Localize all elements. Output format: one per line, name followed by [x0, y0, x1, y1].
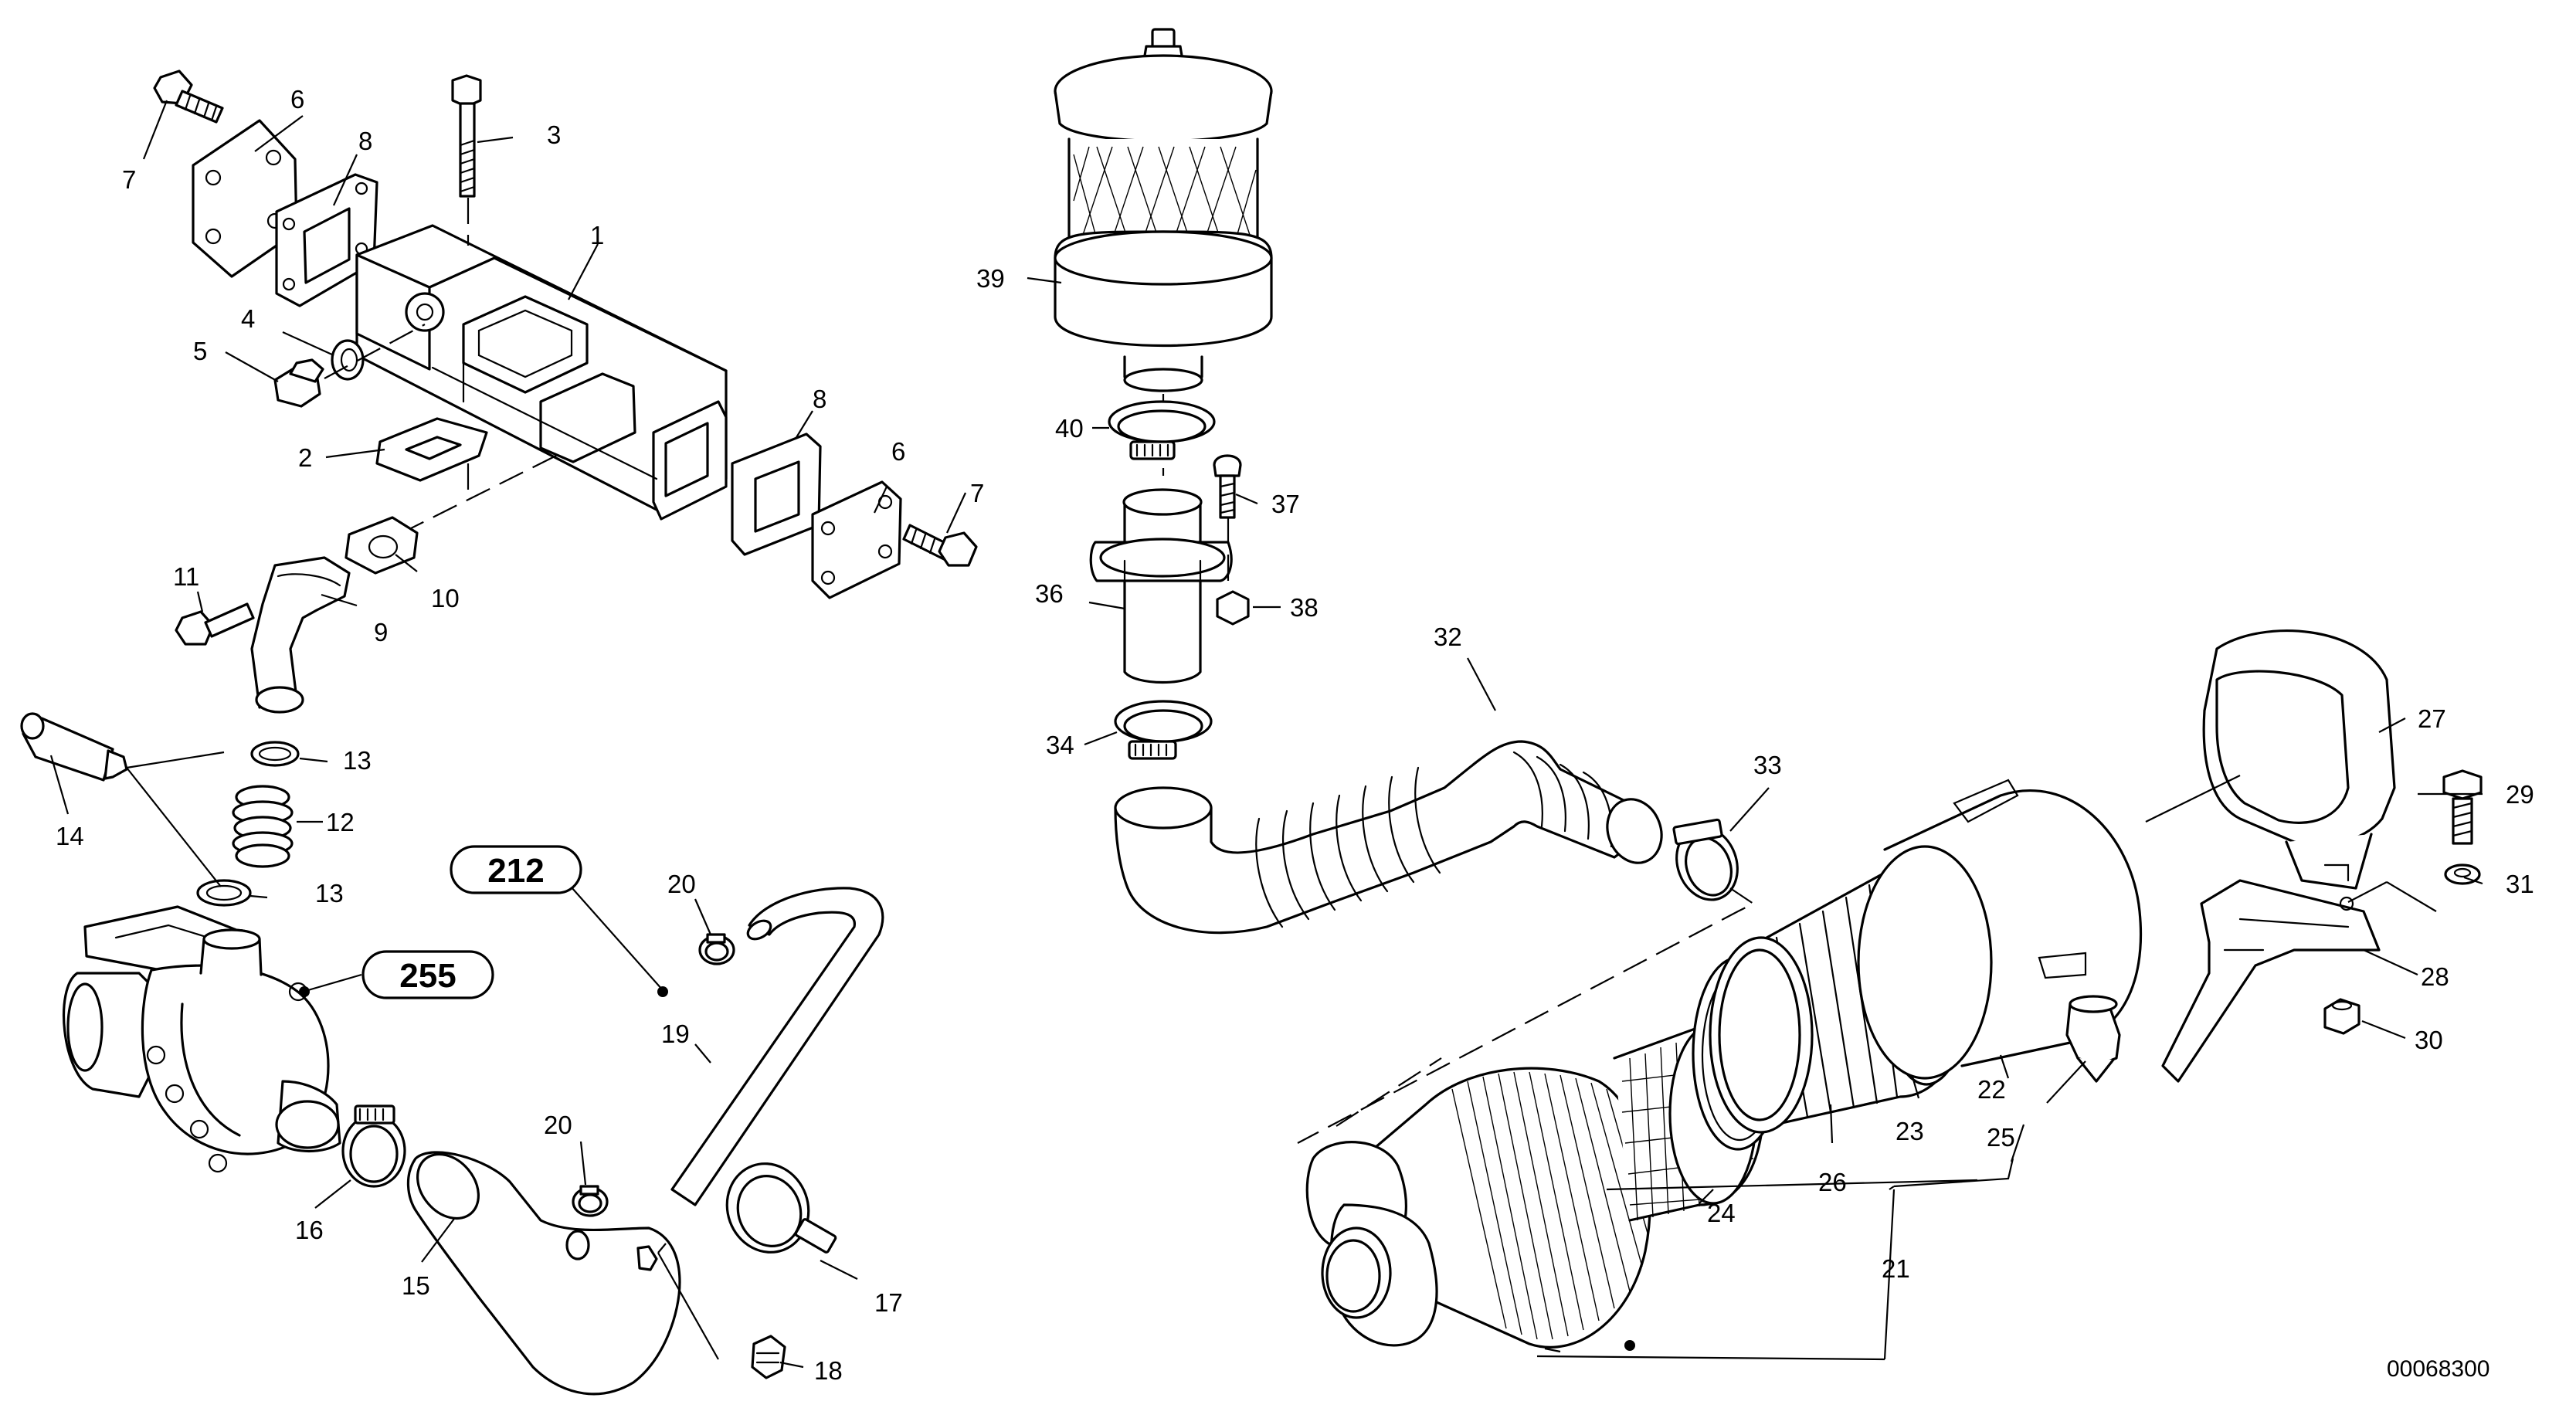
callout-2: 2 — [298, 443, 312, 472]
callout-17: 17 — [874, 1288, 903, 1317]
gasket-part-10 — [344, 516, 419, 575]
dust-valve-part-25 — [2065, 995, 2121, 1083]
callout-15: 15 — [402, 1271, 430, 1300]
hose-clamp-part-33 — [1672, 818, 1739, 901]
mounting-band-part-27 — [2202, 629, 2396, 890]
callout-13-upper: 13 — [343, 746, 372, 775]
reference-bubble-212[interactable]: 212 — [450, 845, 582, 894]
drawing-number: 00068300 — [2387, 1356, 2489, 1382]
callout-23: 23 — [1896, 1117, 1924, 1145]
callout-8-right: 8 — [813, 385, 826, 413]
cover-plate-part-6-right — [811, 480, 902, 599]
corrugated-hose-part-32 — [1114, 740, 1663, 935]
callout-18: 18 — [814, 1356, 843, 1385]
bolt-part-29 — [2442, 769, 2483, 845]
callout-12: 12 — [326, 808, 355, 836]
callout-7-right: 7 — [970, 479, 984, 507]
intake-hose-part-15 — [406, 1151, 681, 1396]
gasket-part-8-right — [731, 433, 822, 556]
clip-part-20-upper — [698, 933, 735, 965]
callout-40: 40 — [1055, 414, 1084, 443]
breather-hose-part-19 — [670, 887, 884, 1206]
callout-8-left: 8 — [358, 127, 372, 155]
pre-cleaner-part-39 — [1054, 28, 1273, 392]
callout-1: 1 — [590, 221, 604, 249]
ring-part-13-upper — [250, 741, 300, 767]
callout-6-left: 6 — [290, 85, 304, 114]
callout-37: 37 — [1271, 490, 1300, 518]
filter-cover-part-22 — [1857, 779, 2143, 1080]
callout-3: 3 — [547, 120, 561, 149]
hose-clamp-part-34 — [1114, 700, 1213, 760]
callout-5: 5 — [193, 337, 207, 365]
bracket-part-28 — [2161, 879, 2381, 1083]
ring-part-13-lower — [196, 879, 252, 907]
reference-number-255: 255 — [399, 957, 456, 995]
air-filter-housing-part-21 — [1305, 1067, 1652, 1351]
callout-39: 39 — [976, 264, 1005, 293]
leader-lines — [49, 100, 2483, 1369]
turbocharger-assembly — [63, 905, 341, 1173]
callout-38: 38 — [1290, 593, 1319, 622]
callout-31: 31 — [2506, 870, 2534, 898]
callout-14: 14 — [56, 822, 84, 850]
bolt-part-11 — [175, 602, 255, 646]
callout-30: 30 — [2415, 1026, 2443, 1054]
callout-34: 34 — [1046, 731, 1074, 759]
callout-32: 32 — [1434, 623, 1462, 651]
elbow-part-9 — [250, 556, 351, 714]
manifold-body-part-1 — [355, 224, 728, 521]
nut-part-38 — [1216, 590, 1250, 626]
callout-6-right: 6 — [891, 437, 905, 466]
reference-number-212: 212 — [487, 852, 544, 890]
callout-21: 21 — [1882, 1254, 1910, 1283]
callout-labels: 1 2 3 4 5 6 6 7 7 8 8 9 10 11 12 13 13 1… — [56, 85, 2534, 1385]
exhaust-manifold-group — [153, 70, 978, 599]
callout-25: 25 — [1987, 1123, 2015, 1152]
callout-7-left: 7 — [122, 165, 136, 194]
bolt-part-37 — [1213, 454, 1242, 519]
reference-bubble-255[interactable]: 255 — [361, 950, 494, 999]
nut-part-30 — [2323, 998, 2360, 1035]
callout-11: 11 — [173, 562, 199, 591]
callout-29: 29 — [2506, 780, 2534, 809]
plug-part-5 — [273, 358, 324, 408]
callout-10: 10 — [431, 584, 460, 612]
callout-20-upper: 20 — [667, 870, 696, 898]
callout-19: 19 — [661, 1020, 690, 1048]
callout-36: 36 — [1035, 579, 1064, 608]
callout-33: 33 — [1753, 751, 1782, 779]
callout-26: 26 — [1818, 1168, 1847, 1196]
callout-27: 27 — [2418, 704, 2446, 733]
dust-valve-part-18 — [751, 1335, 786, 1379]
clip-part-20-lower — [572, 1185, 609, 1217]
mounting-tool-part-14 — [20, 712, 128, 782]
callout-4: 4 — [241, 304, 255, 333]
hose-clamp-part-16 — [341, 1104, 406, 1188]
gasket-part-8-left — [275, 173, 378, 307]
hose-clamp-part-40 — [1108, 400, 1216, 460]
callout-20-lower: 20 — [544, 1111, 572, 1139]
flange-gasket-part-2 — [375, 417, 488, 482]
callout-28: 28 — [2421, 962, 2449, 991]
callout-16: 16 — [295, 1216, 324, 1244]
callout-24: 24 — [1707, 1199, 1736, 1227]
callout-13-lower: 13 — [315, 879, 344, 908]
intake-pipe-part-36 — [1089, 488, 1233, 684]
callout-22: 22 — [1977, 1075, 2006, 1104]
stud-bolt-part-3 — [451, 74, 482, 198]
bolt-part-7-left — [153, 70, 224, 124]
hose-clamp-part-17 — [725, 1162, 837, 1254]
bellows-part-12 — [232, 785, 294, 868]
bolt-part-7-right — [902, 524, 978, 567]
callout-9: 9 — [374, 618, 388, 646]
